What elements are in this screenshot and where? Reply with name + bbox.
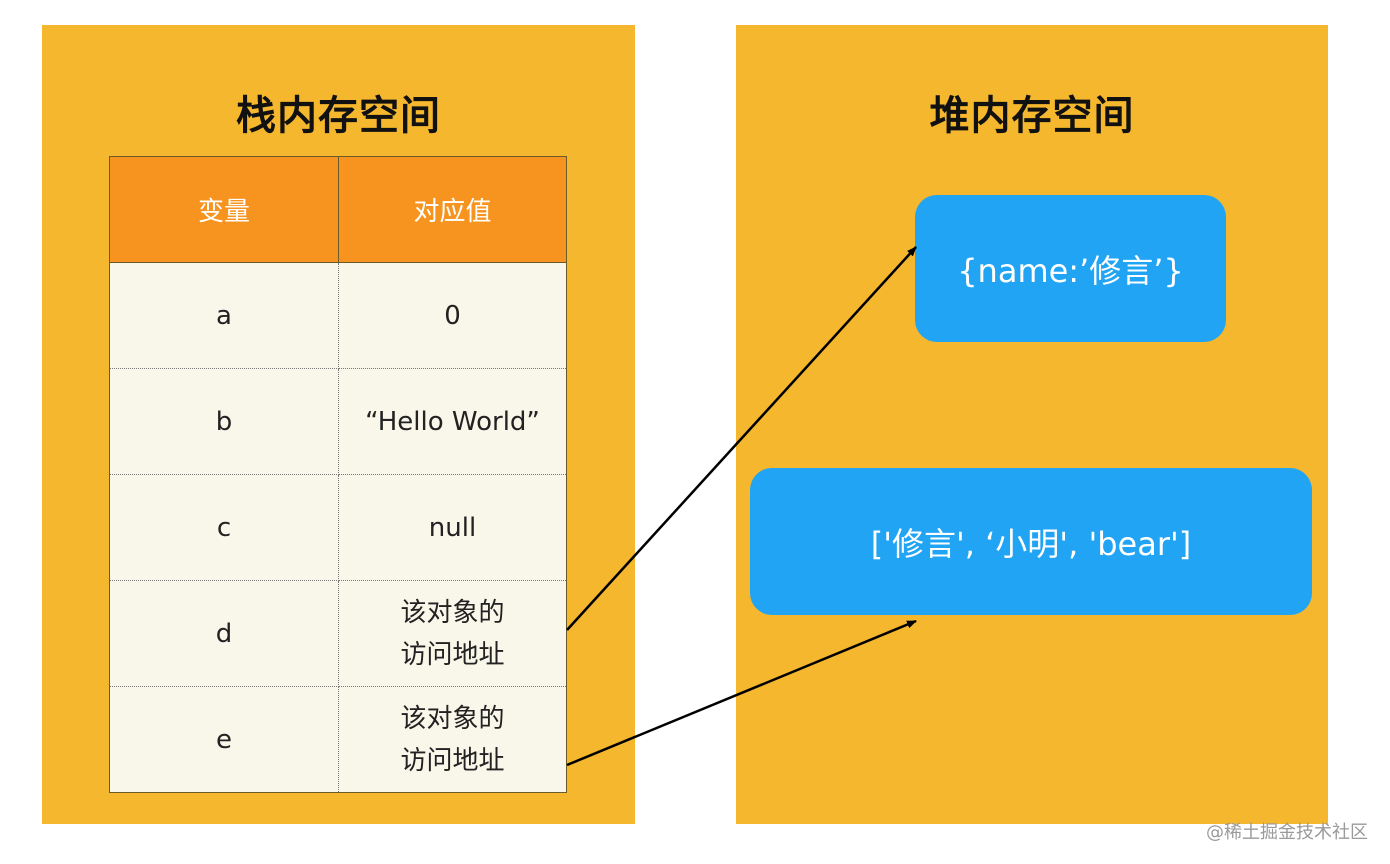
arrow-e-to-array [566, 619, 917, 767]
variable-cell: c [109, 474, 339, 581]
table-row: b “Hello World” [109, 368, 567, 475]
table-header-row: 变量 对应值 [109, 156, 567, 263]
table-row: c null [109, 474, 567, 581]
value-line-1: null [428, 512, 477, 543]
heap-memory-title: 堆内存空间 [929, 93, 1135, 139]
value-line-1: “Hello World” [365, 406, 540, 437]
value-cell: “Hello World” [338, 368, 567, 475]
value-line-2: 访问地址 [400, 745, 505, 776]
heap-memory-panel: 堆内存空间 [736, 25, 1328, 824]
value-cell: null [338, 474, 567, 581]
heap-object-box: {name:’修言’} [915, 195, 1226, 342]
value-cell: 该对象的 访问地址 [338, 686, 567, 793]
table-row: e 该对象的 访问地址 [109, 686, 567, 793]
variable-cell: b [109, 368, 339, 475]
value-cell: 0 [338, 262, 567, 369]
heap-array-box: ['修言', ‘小明', 'bear'] [750, 468, 1312, 615]
heap-object-text: {name:’修言’} [957, 251, 1184, 290]
variable-cell: d [109, 580, 339, 687]
header-variable: 变量 [109, 156, 339, 263]
variable-cell: a [109, 262, 339, 369]
variable-table: 变量 对应值 a 0 b “Hello World” c null d 该对象的… [109, 156, 567, 793]
value-line-2: 访问地址 [400, 639, 505, 670]
arrow-d-to-object [566, 246, 917, 631]
heap-array-text: ['修言', ‘小明', 'bear'] [870, 524, 1192, 563]
value-line-1: 0 [444, 300, 461, 331]
value-cell: 该对象的 访问地址 [338, 580, 567, 687]
value-line-1: 该对象的 [400, 703, 505, 734]
variable-cell: e [109, 686, 339, 793]
table-row: a 0 [109, 262, 567, 369]
value-line-1: 该对象的 [400, 597, 505, 628]
stack-memory-title: 栈内存空间 [236, 93, 441, 139]
table-row: d 该对象的 访问地址 [109, 580, 567, 687]
watermark: @稀土掘金技术社区 [1206, 822, 1368, 843]
header-value: 对应值 [338, 156, 567, 263]
